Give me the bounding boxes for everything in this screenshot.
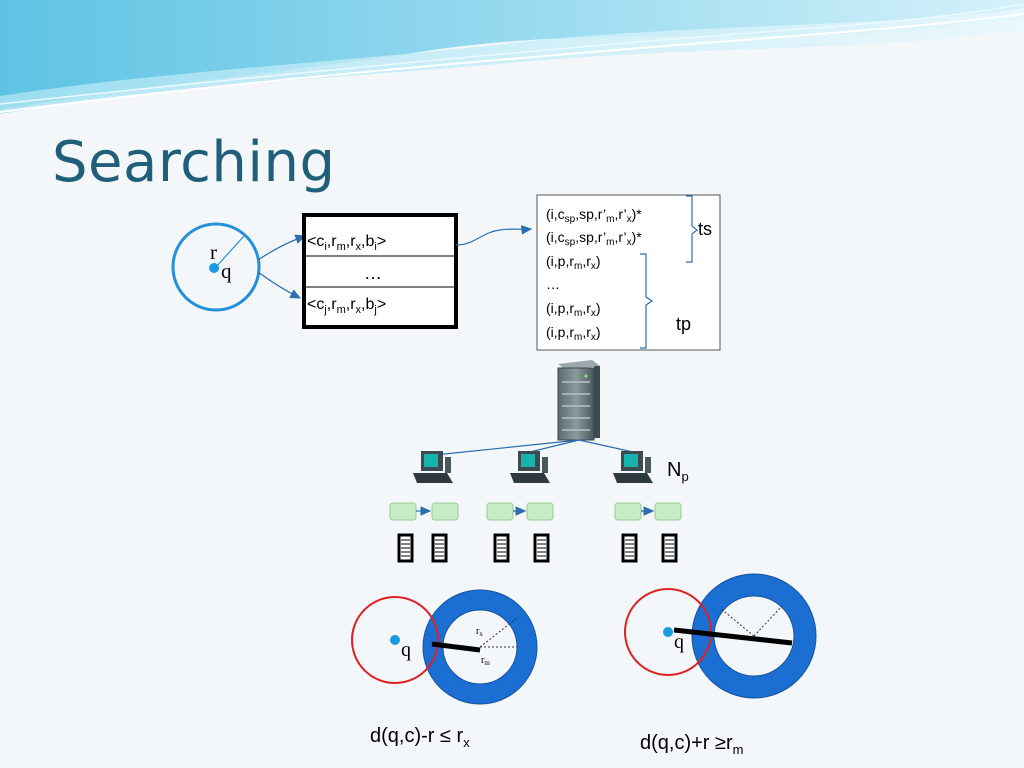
disk-icon xyxy=(533,533,550,563)
network-link xyxy=(529,439,580,453)
disk-icon xyxy=(661,533,678,563)
peers-label: Np xyxy=(667,459,689,484)
rx-label: rx xyxy=(476,626,483,638)
header-wave-decoration xyxy=(0,0,1024,114)
workstation-icon xyxy=(510,451,550,483)
arrow-query-to-row-i xyxy=(257,234,307,261)
arrow-query-to-row-j xyxy=(257,271,302,299)
rm-label: rm xyxy=(481,655,490,667)
tp-tuple-row: (i,p,rm,rx) xyxy=(546,300,601,319)
workstation-icon xyxy=(413,451,453,483)
distance-segment xyxy=(431,641,481,653)
ts-tuple-row: (i,csp,sp,r’m,r’x)* xyxy=(546,206,642,225)
storage-icons xyxy=(397,533,678,563)
ring xyxy=(423,590,537,704)
query-point xyxy=(209,263,219,273)
workstation-icon xyxy=(613,451,653,483)
tuple-list: (i,csp,sp,r’m,r’x)* (i,csp,sp,r’m,r’x)* … xyxy=(536,194,721,351)
disk-icon xyxy=(621,533,638,563)
slide-title: Searching xyxy=(52,130,336,195)
tp-tuple-row: (i,p,rm,rx) xyxy=(546,324,601,343)
tp-brace xyxy=(640,253,654,349)
tp-tuple-ellipsis: … xyxy=(546,276,560,292)
query-label: q xyxy=(401,639,411,661)
query-point xyxy=(390,635,400,645)
tp-label: tp xyxy=(676,314,691,334)
disk-icon xyxy=(431,533,448,563)
radius-label: r xyxy=(210,240,217,264)
disk-icon xyxy=(397,533,414,563)
ring-case-1-caption: d(q,c)-r ≤ rx xyxy=(370,725,470,750)
node-pair xyxy=(614,502,682,521)
search-circle xyxy=(351,596,439,684)
server-icon xyxy=(557,360,600,441)
index-row-j: <cj,rm,rx,bj> xyxy=(307,296,386,316)
node-pair xyxy=(486,502,554,521)
disk-icon xyxy=(493,533,510,563)
distance-segment xyxy=(673,627,793,646)
query-point xyxy=(663,627,673,637)
ring-case-1: q rx rm d(q,c)-r ≤ rx xyxy=(351,589,538,750)
index-row-i: <ci,rm,rx,bi> xyxy=(307,233,386,253)
ring xyxy=(692,574,816,698)
index-table: <ci,rm,rx,bi> … <cj,rm,rx,bj> xyxy=(302,213,458,329)
query-circle: r q xyxy=(171,222,261,312)
ts-label: ts xyxy=(698,219,712,239)
arrow-table-to-tuples xyxy=(455,225,533,246)
query-label: q xyxy=(674,631,684,653)
query-label: q xyxy=(221,259,232,283)
tp-tuple-row: (i,p,rm,rx) xyxy=(546,253,601,272)
index-row-ellipsis: … xyxy=(364,263,382,283)
ring-case-2: q d(q,c)+r ≥rm xyxy=(624,573,817,757)
node-pair xyxy=(389,502,459,521)
ts-brace xyxy=(686,195,698,263)
ts-tuple-row: (i,csp,sp,r’m,r’x)* xyxy=(546,229,642,248)
ring-case-2-caption: d(q,c)+r ≥rm xyxy=(640,732,744,757)
